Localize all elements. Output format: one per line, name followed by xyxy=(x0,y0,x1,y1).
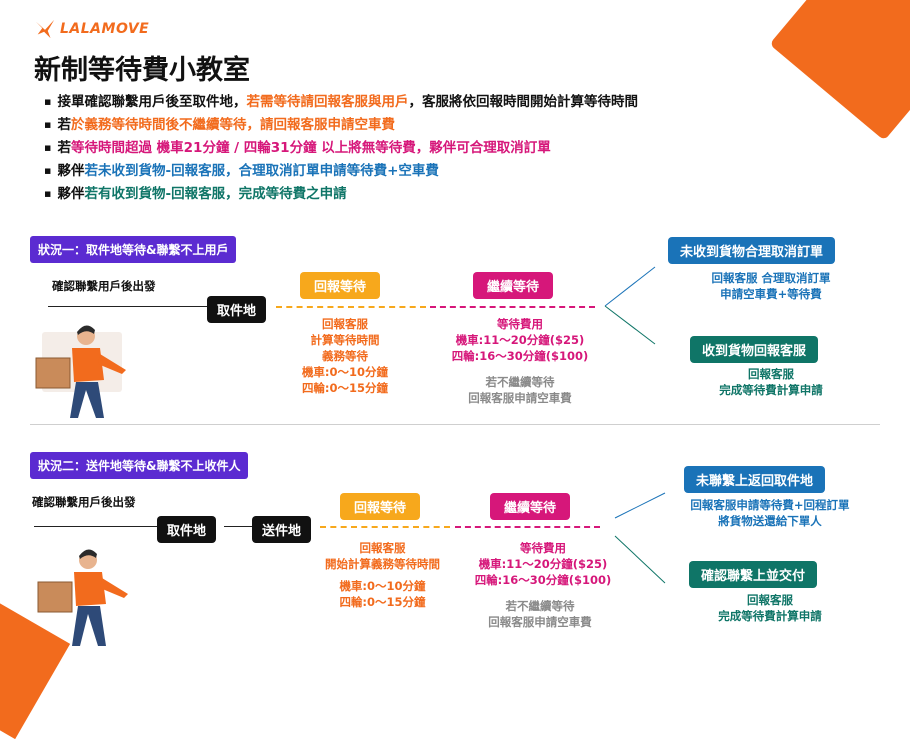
rule-text: 若未收到貨物-回報客服，合理取消訂單申請等待費+空車費 xyxy=(84,163,439,179)
scenario1-continue-dash xyxy=(430,306,595,308)
corner-decoration-top-right xyxy=(769,0,910,141)
scenario2-outcome-a-tag: 未聯繫上返回取件地 xyxy=(684,466,826,493)
scenario2-delivery-tag: 送件地 xyxy=(252,516,312,543)
scenario1-tag: 狀況一：取件地等待&聯繫不上用戶 xyxy=(30,236,237,263)
scenario1-branch-lines xyxy=(604,266,656,345)
scenario2-route-line-2 xyxy=(224,526,252,527)
rule-item: 夥伴若未收到貨物-回報客服，合理取消訂單申請等待費+空車費 xyxy=(44,160,638,183)
scenario1-outcome-a-details: 回報客服 合理取消訂單 申請空車費+等待費 xyxy=(711,271,831,301)
rule-text: 夥伴 xyxy=(57,186,85,202)
scenario1-outcome-b-details: 回報客服 完成等待費計算申請 xyxy=(719,367,823,397)
scenario1-report-dash xyxy=(276,306,426,308)
section-divider xyxy=(30,424,880,425)
scenario1-outcome-b-tag: 收到貨物回報客服 xyxy=(690,336,819,363)
rule-text: 夥伴 xyxy=(57,163,85,179)
scenario2-continue-dash xyxy=(455,526,600,528)
rule-text: 於義務等待時間後不繼續等待，請回報客服申請空車費 xyxy=(70,117,395,133)
scenario2-outcome-a-details: 回報客服申請等待費+回程訂單 將貨物送還給下單人 xyxy=(690,498,850,528)
rules-list: 接單確認聯繫用戶後至取件地，若需等待請回報客服與用戶，客服將依回報時間開始計算等… xyxy=(44,91,638,206)
rule-text: 接單確認聯繫用戶後至取件地， xyxy=(57,94,247,110)
rule-text: 等待時間超過 機車21分鐘 / 四輪31分鐘 以上將無等待費，夥伴可合理取消訂單 xyxy=(70,140,551,156)
scenario2-report-tag: 回報等待 xyxy=(340,493,421,520)
rule-text: 若 xyxy=(57,117,71,133)
scenario1-report-details: 回報客服 計算等待時間 義務等待 機車:0～10分鐘 四輪:0～15分鐘 xyxy=(301,317,389,395)
scenario2-outcome-b-details: 回報客服 完成等待費計算申請 xyxy=(718,593,822,623)
page-title: 新制等待費小教室 xyxy=(34,55,250,86)
scenario1-route-line xyxy=(48,306,208,307)
brand-logo: LALAMOVE xyxy=(34,18,149,40)
scenario2-report-dash xyxy=(320,526,450,528)
scenario1-stop-details: 若不繼續等待 回報客服申請空車費 xyxy=(468,375,572,405)
scenario2-route-line xyxy=(34,526,158,527)
scenario1-outcome-a-tag: 未收到貨物合理取消訂單 xyxy=(668,237,836,264)
scenario1-continue-tag: 繼續等待 xyxy=(473,272,554,299)
scenario2-tag: 狀況二：送件地等待&聯繫不上收件人 xyxy=(30,452,249,479)
brand-name: LALAMOVE xyxy=(60,21,150,37)
scenario1-fee-details: 等待費用 機車:11～20分鐘($25) 四輪:16～30分鐘($100) xyxy=(451,317,589,363)
lalamove-logo-icon xyxy=(35,19,55,39)
scenario1-pickup-tag: 取件地 xyxy=(207,296,267,323)
scenario2-confirm-label: 確認聯繫用戶後出發 xyxy=(32,495,136,509)
scenario2-pickup-tag: 取件地 xyxy=(157,516,217,543)
scenario2-outcome-b-tag: 確認聯繫上並交付 xyxy=(689,561,818,588)
scenario2-stop-details: 若不繼續等待 回報客服申請空車費 xyxy=(488,599,592,629)
scenario2-branch-lines xyxy=(614,492,666,584)
rule-text: ，客服將依回報時間開始計算等待時間 xyxy=(408,94,638,110)
scenario2-report-details: 回報客服 開始計算義務等待時間 機車:0～10分鐘 四輪:0～15分鐘 xyxy=(325,541,440,609)
scenario2-continue-tag: 繼續等待 xyxy=(490,493,571,520)
scenario2-fee-details: 等待費用 機車:11～20分鐘($25) 四輪:16～30分鐘($100) xyxy=(474,541,612,587)
rule-text: 若需等待請回報客服與用戶 xyxy=(246,94,409,110)
courier-illustration-icon xyxy=(37,549,128,646)
rule-text: 若 xyxy=(57,140,71,156)
scenario1-confirm-label: 確認聯繫用戶後出發 xyxy=(52,279,156,293)
rule-text: 若有收到貨物-回報客服，完成等待費之申請 xyxy=(84,186,347,202)
rule-item: 若等待時間超過 機車21分鐘 / 四輪31分鐘 以上將無等待費，夥伴可合理取消訂… xyxy=(44,137,638,160)
rule-item: 夥伴若有收到貨物-回報客服，完成等待費之申請 xyxy=(44,183,638,206)
scenario1-report-tag: 回報等待 xyxy=(300,272,381,299)
rule-item: 若於義務等待時間後不繼續等待，請回報客服申請空車費 xyxy=(44,114,638,137)
courier-illustration-icon xyxy=(35,325,126,418)
rule-item: 接單確認聯繫用戶後至取件地，若需等待請回報客服與用戶，客服將依回報時間開始計算等… xyxy=(44,91,638,114)
